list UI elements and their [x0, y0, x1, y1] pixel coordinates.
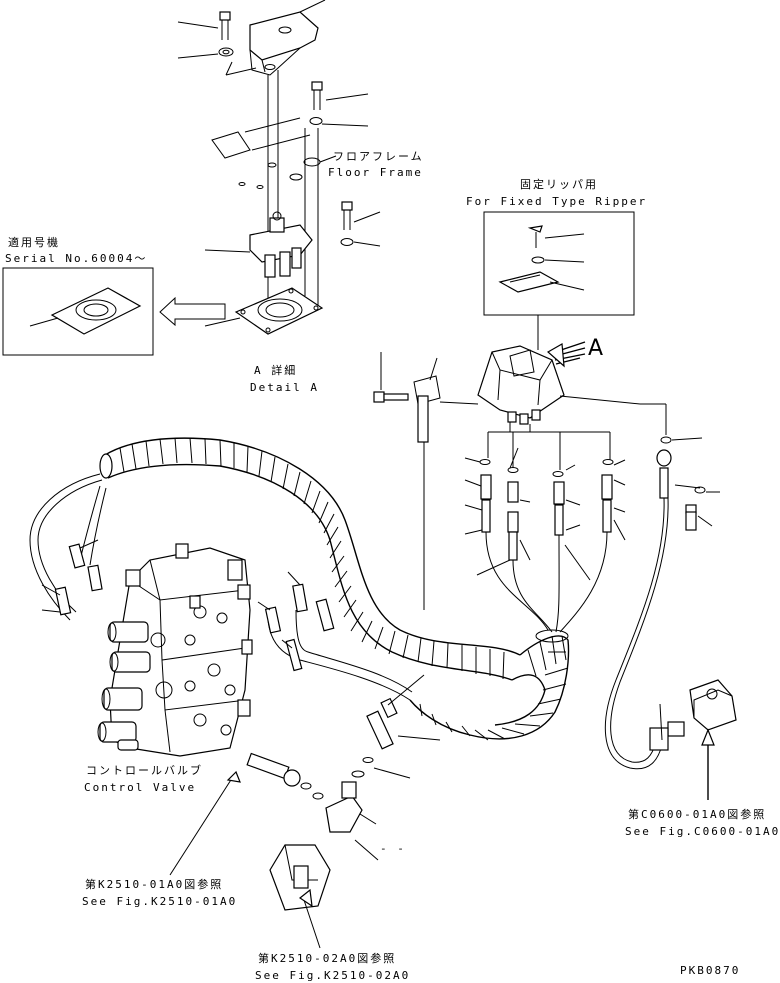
drawing-code: PKB0870: [680, 964, 740, 977]
dash-mark: - -: [380, 842, 406, 855]
direction-arrow: [159, 296, 226, 327]
ppc-valve-main: [477, 341, 586, 425]
bolt-top-left: [177, 11, 257, 76]
ref-c0600-jp: 第C0600-01A0図参照: [628, 807, 766, 821]
base-plate-detail: [204, 287, 324, 335]
floor-plate: [211, 117, 337, 189]
control-valve-label-jp: コントロールバルブ: [86, 763, 203, 777]
view-marker-a: A: [588, 336, 603, 361]
bundle-fittings: [41, 539, 335, 672]
ripper-label-en: For Fixed Type Ripper: [466, 195, 647, 208]
bolt-and-sleeve: [373, 352, 667, 610]
bolt-right-2: [340, 201, 381, 247]
detail-label-jp: A 詳細: [254, 363, 297, 377]
serial-box: [2, 267, 154, 356]
ppc-valve-detail: [204, 211, 313, 278]
bolt-right-1: [309, 81, 369, 127]
ref-c0600-en: See Fig.C0600-01A0: [625, 825, 780, 838]
elbow-fitting: [169, 752, 379, 876]
control-valve-label-en: Control Valve: [84, 781, 196, 794]
side-valve-block: [649, 679, 737, 800]
right-hose: [604, 436, 720, 770]
ripper-label-jp: 固定リッパ用: [520, 177, 598, 191]
ref-k2510-01-en: See Fig.K2510-01A0: [82, 895, 237, 908]
ref-k2510-02-jp: 第K2510-02A0図参照: [258, 951, 396, 965]
hose-fittings: [464, 422, 626, 633]
control-valve: [97, 543, 253, 757]
lower-tube-fitting: [351, 674, 441, 779]
hose-bundle: [99, 437, 570, 741]
floor-frame-label-en: Floor Frame: [328, 166, 423, 179]
lower-valve-part: [269, 844, 331, 949]
serial-label-jp: 適用号機: [8, 235, 60, 249]
ref-k2510-01-jp: 第K2510-01A0図参照: [85, 877, 223, 891]
ref-k2510-02-en: See Fig.K2510-02A0: [255, 969, 410, 982]
ripper-box: [483, 211, 635, 350]
serial-label-en: Serial No.60004～: [5, 252, 147, 265]
detail-label-en: Detail A: [250, 381, 319, 394]
floor-frame-label-jp: フロアフレーム: [333, 150, 424, 163]
upper-bracket: [249, 0, 326, 76]
